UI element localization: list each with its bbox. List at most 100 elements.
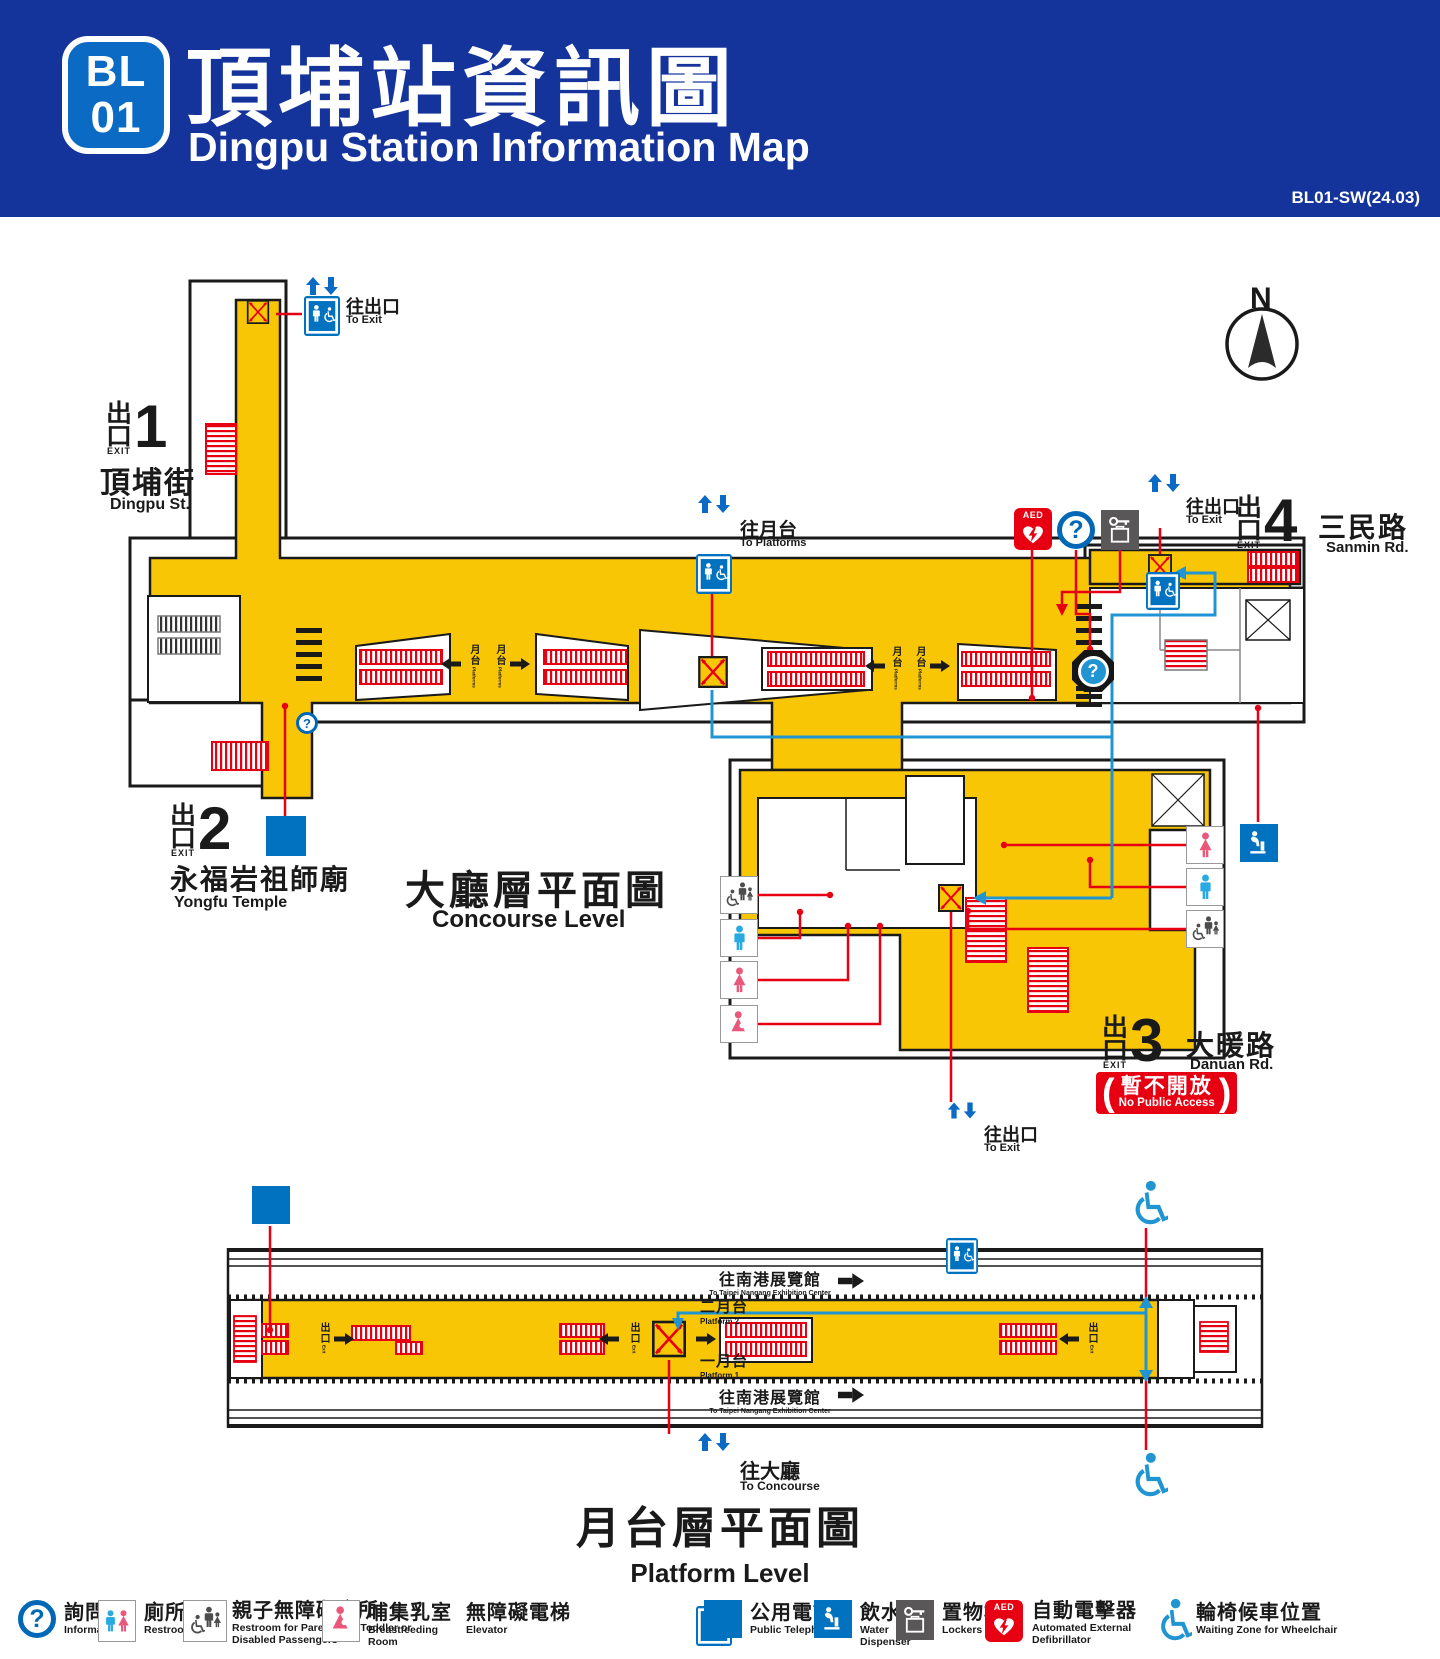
exit2-name: 永福岩祖師廟	[170, 864, 351, 895]
main-elevator-marker	[698, 656, 728, 688]
map-version-code: BL01-SW(24.03)	[1291, 188, 1420, 207]
exit-glyph: 出	[170, 800, 197, 830]
mini-exit-label: 出口 Exit	[318, 1322, 329, 1354]
legend-en: Automated External Defibrillator	[1032, 1622, 1132, 1646]
mini-zh: 月台	[914, 646, 925, 668]
mini-platforms-label: 月台 Platforms	[494, 644, 505, 688]
header: BL 01 頂埔站資訊圖 Dingpu Station Information …	[0, 0, 1440, 217]
updown-arrows-icon	[1148, 474, 1180, 492]
wheelchair-waiting-icon	[1126, 1452, 1168, 1498]
mini-en: Platforms	[497, 667, 503, 688]
platform-caption-group: 月台層平面圖 Platform Level	[560, 1492, 880, 1589]
platform-elevator-marker	[652, 1320, 686, 1358]
information-icon: ?	[1057, 511, 1095, 549]
concourse-plan	[128, 279, 1306, 1102]
legend-zh: 輪椅候車位置	[1196, 1602, 1322, 1624]
wheelchair-waiting-icon	[1126, 1180, 1168, 1226]
legend-phone-icon	[704, 1600, 742, 1638]
exit1-number: 1	[134, 393, 167, 460]
legend-breastfeeding-icon	[322, 1600, 360, 1642]
legend-zh: 自動電擊器	[1032, 1600, 1137, 1622]
platform2-label: 二月台 Platform 2	[700, 1296, 748, 1326]
paid-area-elevator-marker	[938, 884, 964, 912]
page-title-en: Dingpu Station Information Map	[188, 124, 810, 170]
elevator-icon	[1146, 572, 1180, 610]
to-concourse-label-en: To Concourse	[740, 1479, 820, 1493]
mini-zh: 月台	[890, 646, 901, 668]
legend-family-restroom-icon	[183, 1600, 227, 1642]
legend-en: Information	[64, 1624, 122, 1636]
mini-zh: 月台	[494, 644, 505, 666]
line-station-badge: BL 01	[62, 36, 170, 154]
to-exit-label: 往出口	[1186, 497, 1240, 517]
family-accessible-restroom-icon	[1186, 910, 1224, 948]
page-title: 頂埔站資訊圖	[186, 41, 738, 137]
exit1-name: 頂埔街	[100, 467, 196, 500]
question-mark: ?	[29, 1604, 45, 1633]
lockers-icon	[1101, 510, 1139, 550]
elevator-icon	[304, 296, 340, 336]
question-mark: ?	[1087, 661, 1099, 681]
direction-en: To Taipei Nangang Exhibition Center	[709, 1408, 831, 1415]
legend-en: Water Dispenser	[860, 1624, 911, 1648]
closed-label: 暫不開放	[1120, 1074, 1213, 1098]
platform-caption: 月台層平面圖	[576, 1504, 864, 1553]
exit3-name-en: Danuan Rd.	[1190, 1056, 1274, 1073]
platform-red-lines	[268, 1226, 1148, 1450]
mini-en: Exit	[631, 1345, 637, 1354]
to-exit-label-en: To Exit	[346, 314, 382, 326]
mini-en: Exit	[321, 1345, 327, 1354]
exit-glyph-en: EXIT	[1103, 1059, 1128, 1070]
concourse-caption-en: Concourse Level	[432, 906, 626, 933]
womens-restroom-icon	[1186, 826, 1224, 864]
mini-zh: 出口	[318, 1322, 329, 1344]
mini-zh: 出口	[1086, 1322, 1097, 1344]
legend-lockers-icon	[896, 1600, 934, 1640]
mens-restroom-icon	[1186, 868, 1224, 906]
to-exit-label: 往出口	[346, 297, 400, 317]
exit1-elevator-marker	[246, 300, 270, 324]
mens-restroom-icon	[720, 919, 758, 957]
direction-zh: 往南港展覽館	[718, 1272, 821, 1289]
legend-restroom-icon	[98, 1600, 136, 1642]
exit3-name: 大暖路	[1186, 1030, 1277, 1061]
platform-caption-en: Platform Level	[630, 1558, 810, 1588]
legend-en: Restroom	[144, 1624, 194, 1636]
north-arrow-icon	[1225, 307, 1299, 381]
exit-glyph: 出	[1102, 1012, 1129, 1042]
legend-en: Public Telephone	[750, 1624, 837, 1636]
exit3-number: 3	[1130, 1007, 1163, 1074]
womens-restroom-icon	[720, 961, 758, 999]
updown-arrows-icon	[947, 1102, 977, 1119]
to-exit-label-en: To Exit	[1186, 514, 1222, 526]
legend-item-breastfeeding: 哺集乳室 Breastfeeding Room	[368, 1602, 454, 1648]
paren: )	[1218, 1071, 1232, 1114]
mini-exit-label: 出口 Exit	[1086, 1322, 1097, 1353]
legend-item-restroom: 廁所 Restroom	[144, 1602, 193, 1637]
mini-en: Platforms	[893, 669, 899, 690]
elevator-icon	[946, 1238, 978, 1274]
mini-exit-label: 出口 Exit	[628, 1322, 639, 1354]
legend-en: Breastfeeding Room	[368, 1624, 439, 1648]
p1-en: Platform 1	[700, 1371, 740, 1380]
exit4-name: 三民路	[1318, 512, 1409, 543]
exit1-name-en: Dingpu St.	[110, 496, 190, 513]
direction-en: To Taipei Nangang Exhibition Center	[709, 1290, 831, 1297]
exit-glyph: 出	[1236, 492, 1263, 522]
badge-line-code: BL	[85, 46, 147, 96]
public-telephone-icon	[266, 816, 306, 856]
legend-information-icon: ?	[18, 1600, 56, 1638]
exit3-no-public-access-badge: ( 暫不開放 No Public Access )	[1096, 1071, 1238, 1114]
legend-zh: 哺集乳室	[368, 1602, 452, 1624]
legend-zh: 廁所	[144, 1602, 186, 1624]
legend-item-phone: 公用電話 Public Telephone	[750, 1602, 836, 1637]
paren: (	[1102, 1071, 1115, 1114]
platform-escalators	[261, 1323, 1057, 1355]
p2-en: Platform 2	[700, 1317, 740, 1326]
exit-glyph: 口	[1102, 1035, 1129, 1065]
legend-wheelchair-icon	[1152, 1598, 1192, 1642]
